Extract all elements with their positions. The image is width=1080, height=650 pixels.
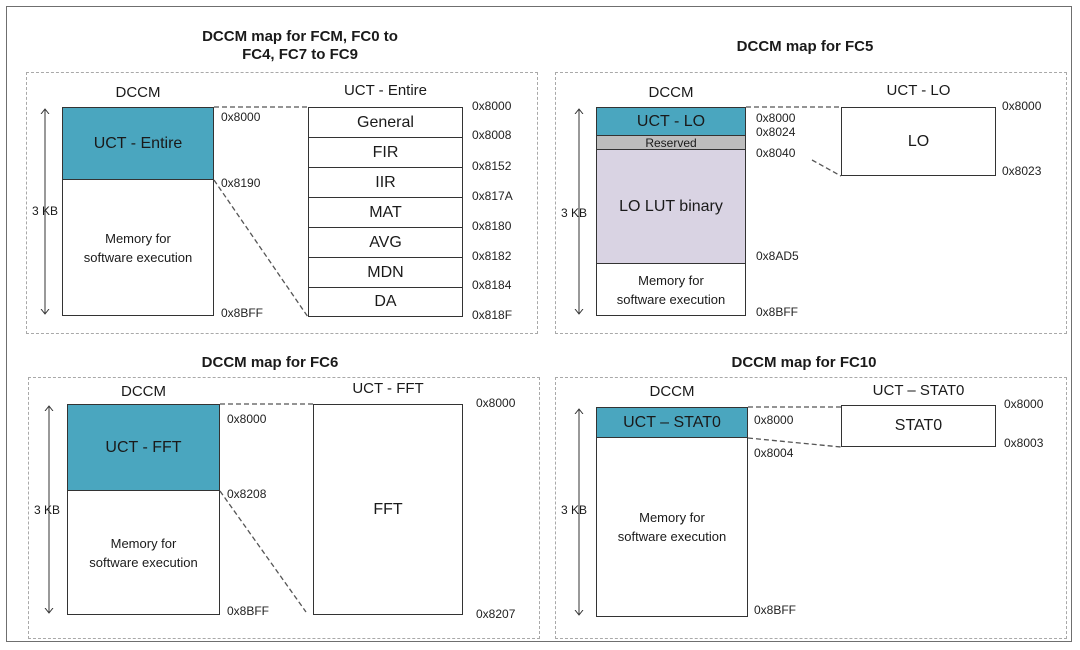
fc6-uct-block: UCT - FFT — [67, 404, 220, 491]
fc6-dccm-label: DCCM — [121, 383, 166, 400]
fc10-uct-addr: 0x8003 — [1004, 436, 1044, 450]
fc10-memory-block: Memory for software execution — [596, 437, 748, 617]
fc6-uct-label: UCT - FFT — [352, 380, 424, 397]
panel-fc10-title: DCCM map for FC10 — [731, 354, 877, 371]
fc6-uct-segment: FFT — [313, 404, 463, 615]
fcm-uct-segment: DA — [308, 287, 463, 317]
fc10-uct-addr: 0x8000 — [1004, 397, 1044, 411]
fc6-uct-addr: 0x8207 — [476, 607, 516, 621]
fc5-dccm-addr: 0x8AD5 — [756, 249, 799, 263]
fcm-memory-block: Memory for software execution — [62, 179, 214, 316]
fcm-uct-addr: 0x8000 — [472, 99, 512, 113]
diagram-frame — [6, 6, 1072, 642]
fc10-dccm-addr: 0x8000 — [754, 413, 794, 427]
fc5-connector-bottom — [811, 159, 842, 177]
panel-fc10 — [555, 377, 1067, 639]
fc5-uct-label: UCT - LO — [886, 82, 951, 99]
fc5-lut-block: LO LUT binary — [596, 149, 746, 264]
fc5-dccm-addr: 0x8040 — [756, 146, 796, 160]
fc6-memory-block: Memory for software execution — [67, 490, 220, 615]
fc10-uct-label: UCT – STAT0 — [872, 382, 965, 399]
fcm-dccm-label: DCCM — [115, 84, 161, 101]
fcm-uct-addr: 0x8008 — [472, 128, 512, 142]
fc10-uct-block: UCT – STAT0 — [596, 407, 748, 438]
fcm-uct-addr: 0x818F — [472, 308, 513, 322]
fcm-uct-addr: 0x817A — [472, 189, 513, 203]
fcm-uct-addr: 0x8182 — [472, 249, 512, 263]
fcm-uct-addr: 0x8184 — [472, 278, 512, 292]
fc6-dccm-addr: 0x8BFF — [227, 604, 270, 618]
fc10-uct-segment: STAT0 — [841, 405, 996, 447]
panel-fc5 — [555, 72, 1067, 334]
panel-fcm-title: DCCM map for FCM, FC0 to FC4, FC7 to FC9 — [202, 28, 398, 63]
fc5-dccm-addr: 0x8BFF — [756, 305, 799, 319]
fc10-dccm-addr: 0x8BFF — [754, 603, 797, 617]
fc6-connector-bottom — [219, 490, 307, 613]
fc6-uct-addr: 0x8000 — [476, 396, 516, 410]
fc5-dccm-addr: 0x8024 — [756, 125, 796, 139]
panel-fc6-title: DCCM map for FC6 — [201, 354, 339, 371]
fcm-dccm-addr-end: 0x8BFF — [221, 306, 264, 320]
fc5-uct-block: UCT - LO — [596, 107, 746, 136]
fc5-dccm-addr: 0x8000 — [756, 111, 796, 125]
fc5-uct-addr: 0x8000 — [1002, 99, 1042, 113]
panel-fc5-title: DCCM map for FC5 — [736, 38, 874, 55]
fc10-connector-bottom — [747, 437, 842, 448]
fcm-dccm-addr-start: 0x8000 — [221, 110, 261, 124]
panel-fc6 — [28, 377, 540, 639]
fc5-uct-segment: LO — [841, 107, 996, 176]
fc6-dccm-addr: 0x8000 — [227, 412, 267, 426]
fc10-dccm-addr: 0x8004 — [754, 446, 794, 460]
fcm-dccm-addr-uct-end: 0x8190 — [221, 176, 261, 190]
fcm-uct-addr: 0x8180 — [472, 219, 512, 233]
fcm-uct-block: UCT - Entire — [62, 107, 214, 180]
fcm-uct-label: UCT - Entire — [343, 82, 428, 99]
fc5-memory-block: Memory for software execution — [596, 263, 746, 316]
fc10-dccm-label: DCCM — [649, 383, 695, 400]
fcm-uct-addr: 0x8152 — [472, 159, 512, 173]
panel-fcm — [26, 72, 538, 334]
fc5-dccm-label: DCCM — [648, 84, 694, 101]
fcm-connector-bottom — [213, 179, 309, 318]
fc5-uct-addr: 0x8023 — [1002, 164, 1042, 178]
fc6-dccm-addr: 0x8208 — [227, 487, 267, 501]
